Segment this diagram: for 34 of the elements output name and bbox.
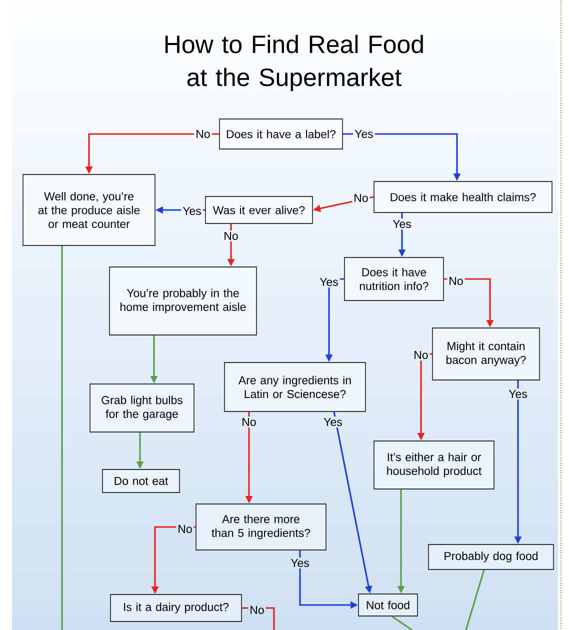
flowchart-box: Might it contain bacon anyway? — [432, 328, 540, 380]
connector-line — [465, 570, 485, 630]
flowchart-box: Does it have a label? — [219, 118, 343, 150]
flowchart-box: Was it ever alive? — [205, 196, 313, 224]
flowchart-box: Is it a dairy product? — [110, 594, 242, 622]
flowchart-box: Grab light bulbs for the garage — [90, 384, 194, 432]
flowchart-box: Probably dog food — [428, 544, 554, 570]
flowchart-box: Does it have nutrition info? — [344, 257, 444, 301]
edge-label: No — [248, 604, 266, 616]
connector-line — [61, 246, 63, 630]
connector-line — [392, 616, 412, 630]
title: How to Find Real Food at the Supermarket — [165, 34, 423, 92]
edge-label: No — [240, 416, 258, 428]
flowchart-box: Are there more than 5 ingredients? — [196, 504, 326, 550]
edge-label: Yes — [507, 388, 529, 400]
edge-label: Yes — [318, 276, 340, 288]
edge-label: No — [447, 276, 465, 287]
flowchart-box: Does it make health claims? — [374, 181, 552, 213]
flowchart-box: Not food — [358, 594, 418, 616]
edge-label: No — [352, 192, 370, 204]
edge-label: Yes — [322, 416, 344, 428]
edge-label: No — [222, 230, 240, 242]
flowchart-box: Do not eat — [102, 469, 180, 493]
flowchart-box: Are any ingredients in Latin or Sciencese? — [224, 362, 366, 412]
edge-label: No — [176, 524, 194, 535]
flowchart-box: Well done, you’re at the produce aisle or meat counter — [22, 174, 156, 246]
edge-label: Yes — [181, 206, 203, 217]
edge-label: Yes — [353, 128, 375, 140]
flowchart-box: It’s either a hair or household product — [374, 440, 494, 490]
edge-label: No — [412, 350, 430, 361]
edge-label: No — [194, 128, 212, 140]
flowchart-box: You’re probably in the home improvement aisle — [109, 266, 257, 336]
edge-label: Yes — [391, 218, 413, 230]
edge-label: Yes — [289, 558, 311, 569]
